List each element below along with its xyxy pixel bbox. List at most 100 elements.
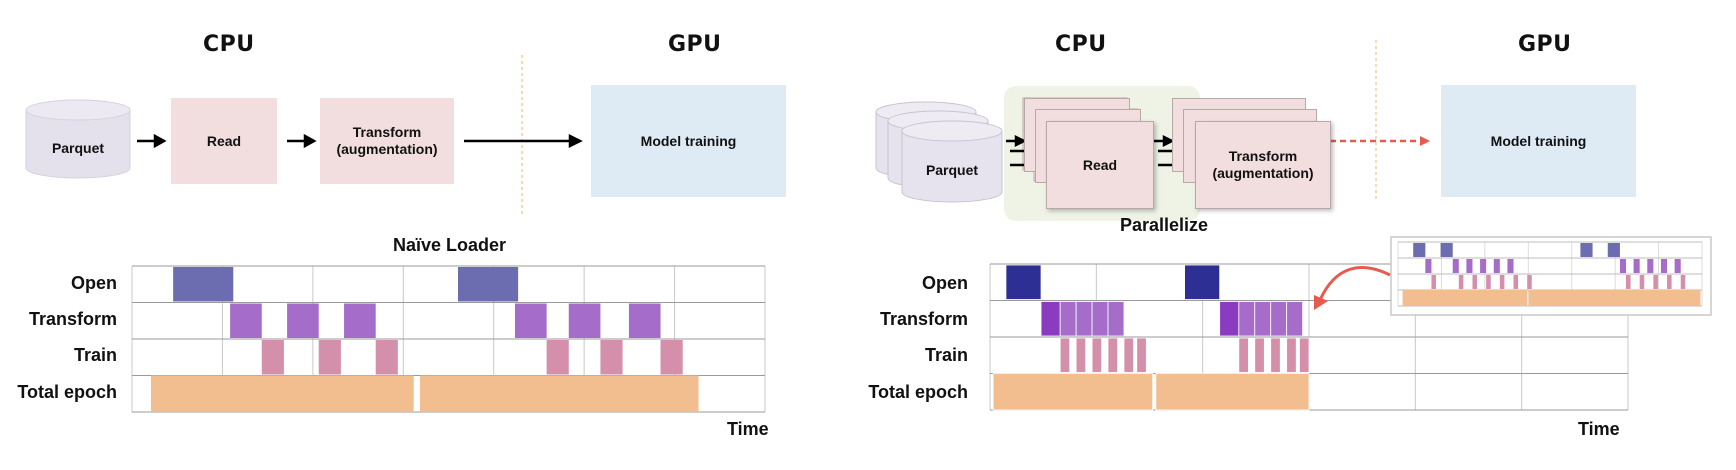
bar-train bbox=[600, 340, 623, 375]
inset-bar bbox=[1647, 259, 1654, 273]
bar-train bbox=[546, 340, 569, 375]
model-training-box: Model training bbox=[591, 85, 786, 197]
parquet-stack-icon bbox=[875, 101, 1003, 203]
arrow-icon bbox=[137, 133, 583, 149]
model-training-box-right: Model training bbox=[1441, 85, 1636, 197]
bar-train bbox=[1123, 337, 1134, 373]
bar-train bbox=[375, 340, 398, 375]
inset-bar bbox=[1619, 259, 1626, 273]
inset-bar bbox=[1493, 259, 1500, 273]
bar-transform bbox=[1286, 301, 1304, 337]
bar-transform bbox=[1107, 301, 1125, 337]
inset-bar bbox=[1607, 243, 1620, 257]
bar-transform bbox=[287, 303, 319, 338]
bar-open bbox=[1005, 264, 1042, 300]
bar-train bbox=[1299, 337, 1310, 373]
bar-total-epoch bbox=[992, 373, 1154, 411]
inset-bar bbox=[1466, 259, 1473, 273]
inset-bar bbox=[1580, 243, 1593, 257]
row-label-train: Train bbox=[924, 345, 968, 365]
bar-total-epoch bbox=[1155, 373, 1310, 411]
zoom-inset bbox=[1390, 236, 1712, 316]
read-box-parallel: Read bbox=[1046, 121, 1154, 209]
bar-train bbox=[1107, 337, 1119, 373]
bar-train bbox=[1075, 337, 1087, 373]
bar-transform bbox=[1059, 301, 1077, 337]
bar-train bbox=[1270, 337, 1281, 373]
inset-bar bbox=[1660, 259, 1668, 273]
bar-open bbox=[173, 267, 234, 302]
left-pipeline-lines bbox=[25, 55, 583, 215]
right-cpu-header: CPU bbox=[1055, 32, 1107, 57]
time-axis-label: Time bbox=[727, 419, 769, 439]
inset-bar bbox=[1480, 259, 1487, 273]
row-label-transform: Transform bbox=[28, 309, 117, 329]
inset-bar bbox=[1440, 243, 1453, 257]
read-box: Read bbox=[171, 98, 277, 184]
bar-transform bbox=[628, 303, 661, 338]
inset-bar bbox=[1653, 275, 1658, 289]
bar-transform bbox=[1219, 301, 1240, 337]
bar-train bbox=[318, 340, 341, 375]
bar-transform bbox=[344, 303, 376, 338]
bar-transform bbox=[1075, 301, 1093, 337]
bar-transform bbox=[1270, 301, 1288, 337]
inset-bar bbox=[1680, 275, 1686, 289]
dashed-arrow-icon bbox=[1330, 136, 1430, 146]
parquet-label: Parquet bbox=[51, 139, 105, 156]
inset-bar bbox=[1507, 259, 1514, 273]
inset-bar bbox=[1452, 259, 1459, 273]
inset-bar bbox=[1486, 275, 1491, 289]
left-cpu-header: CPU bbox=[203, 32, 255, 57]
bar-total-epoch bbox=[150, 375, 414, 412]
row-label-train: Train bbox=[73, 345, 117, 365]
inset-bar bbox=[1667, 275, 1672, 289]
bar-train bbox=[1136, 337, 1147, 373]
inset-bar bbox=[1402, 290, 1528, 306]
inset-bar bbox=[1499, 275, 1505, 289]
row-label-open: Open bbox=[921, 273, 968, 293]
inset-bar bbox=[1528, 290, 1701, 306]
bar-transform bbox=[514, 303, 547, 338]
bar-train bbox=[1286, 337, 1297, 373]
inset-bar bbox=[1674, 259, 1681, 273]
bar-transform bbox=[568, 303, 601, 338]
row-label-open: Open bbox=[70, 273, 117, 293]
bar-train bbox=[1059, 337, 1071, 373]
left-gpu-header: GPU bbox=[668, 32, 722, 57]
naive-loader-chart bbox=[131, 265, 766, 413]
inset-bar bbox=[1513, 275, 1519, 289]
row-label-transform: Transform bbox=[879, 309, 968, 329]
transform-label: Transform bbox=[1228, 148, 1298, 164]
bar-train bbox=[660, 340, 683, 375]
zoom-arrow-icon bbox=[1314, 266, 1391, 310]
bar-train bbox=[1091, 337, 1103, 373]
bar-train bbox=[1238, 337, 1249, 373]
naive-loader-title: Naïve Loader bbox=[393, 235, 507, 255]
parallelize-label: Parallelize bbox=[1120, 215, 1209, 235]
parquet-stack-label: Parquet bbox=[925, 161, 979, 178]
inset-bar bbox=[1458, 275, 1464, 289]
parquet-cylinder-icon bbox=[25, 99, 131, 179]
inset-bar bbox=[1431, 275, 1436, 289]
transform-box: Transform (augmentation) bbox=[320, 98, 454, 184]
inset-bar bbox=[1425, 259, 1432, 273]
bar-transform bbox=[230, 303, 262, 338]
inset-bar bbox=[1639, 275, 1645, 289]
bar-transform bbox=[1238, 301, 1256, 337]
time-axis-label: Time bbox=[1578, 419, 1620, 439]
right-gpu-header: GPU bbox=[1518, 32, 1572, 57]
augmentation-label: (augmentation) bbox=[336, 141, 438, 157]
bar-open bbox=[457, 267, 519, 302]
inset-bar bbox=[1633, 259, 1640, 273]
bar-transform bbox=[1254, 301, 1272, 337]
bar-train bbox=[1254, 337, 1265, 373]
bar-transform bbox=[1091, 301, 1109, 337]
transform-box-parallel: Transform (augmentation) bbox=[1195, 121, 1331, 209]
inset-bar bbox=[1626, 275, 1631, 289]
bar-train bbox=[261, 340, 284, 375]
bar-transform bbox=[1040, 301, 1061, 337]
bar-open bbox=[1184, 264, 1221, 300]
inset-bar bbox=[1472, 275, 1478, 289]
